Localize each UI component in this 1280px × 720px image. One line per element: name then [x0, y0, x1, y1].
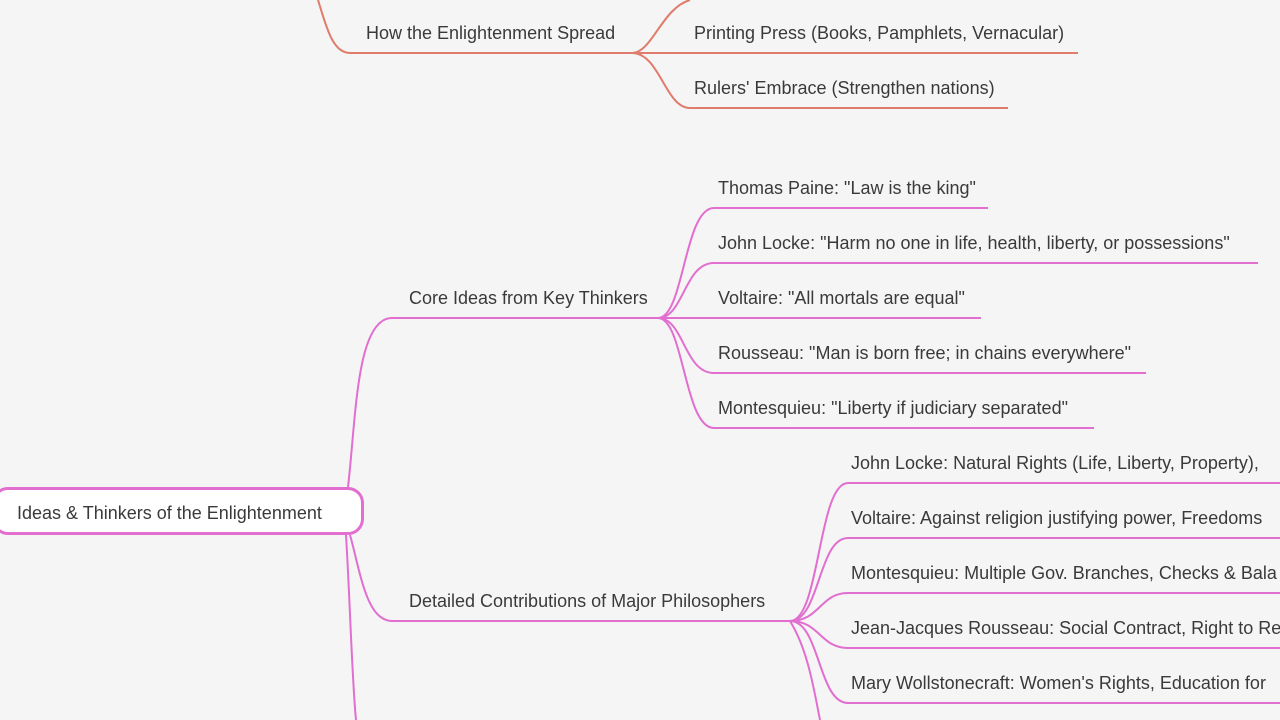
connector-core-paine	[657, 207, 715, 319]
node-core-rousseau[interactable]: Rousseau: "Man is born free; in chains e…	[718, 343, 1131, 363]
connector-root-spread	[317, 0, 351, 54]
connector-detailed-offscreen	[789, 620, 821, 720]
node-core-voltaire[interactable]: Voltaire: "All mortals are equal"	[718, 288, 965, 308]
node-core-paine[interactable]: Thomas Paine: "Law is the king"	[718, 178, 976, 198]
node-detailed-wollstonecraft[interactable]: Mary Wollstonecraft: Women's Rights, Edu…	[851, 673, 1266, 693]
node-printing-press[interactable]: Printing Press (Books, Pamphlets, Vernac…	[694, 23, 1065, 43]
node-detailed-contributions[interactable]: Detailed Contributions of Major Philosop…	[409, 591, 766, 611]
node-core-locke[interactable]: John Locke: "Harm no one in life, health…	[718, 233, 1230, 253]
connector-core-locke	[657, 262, 715, 319]
node-detailed-locke[interactable]: John Locke: Natural Rights (Life, Libert…	[851, 453, 1259, 473]
node-detailed-montesquieu[interactable]: Montesquieu: Multiple Gov. Branches, Che…	[851, 563, 1277, 583]
connector-root-detailed	[349, 534, 393, 622]
connector-root-core	[347, 317, 393, 488]
connector-spread-rulers	[631, 52, 691, 109]
connector-root-offscreen	[345, 534, 357, 720]
root-node[interactable]: Ideas & Thinkers of the Enlightenment	[0, 487, 364, 535]
node-detailed-rousseau[interactable]: Jean-Jacques Rousseau: Social Contract, …	[851, 618, 1280, 638]
node-spread[interactable]: How the Enlightenment Spread	[366, 23, 616, 43]
connector-detailed-rousseau	[789, 620, 849, 649]
root-node-label: Ideas & Thinkers of the Enlightenment	[17, 503, 322, 523]
node-core-montesquieu[interactable]: Montesquieu: "Liberty if judiciary separ…	[718, 398, 1068, 418]
connector-core-rousseau	[657, 317, 715, 374]
connector-detailed-montesquieu	[789, 592, 849, 622]
node-detailed-voltaire[interactable]: Voltaire: Against religion justifying po…	[851, 508, 1263, 528]
connector-core-montesquieu	[657, 317, 715, 429]
node-rulers-embrace[interactable]: Rulers' Embrace (Strengthen nations)	[694, 78, 995, 98]
connector-detailed-locke	[789, 482, 849, 622]
connector-detailed-wollstonecraft	[789, 620, 849, 704]
node-core-ideas[interactable]: Core Ideas from Key Thinkers	[409, 288, 648, 308]
connector-detailed-voltaire	[789, 537, 849, 622]
connector-spread-offscreen	[631, 0, 691, 54]
